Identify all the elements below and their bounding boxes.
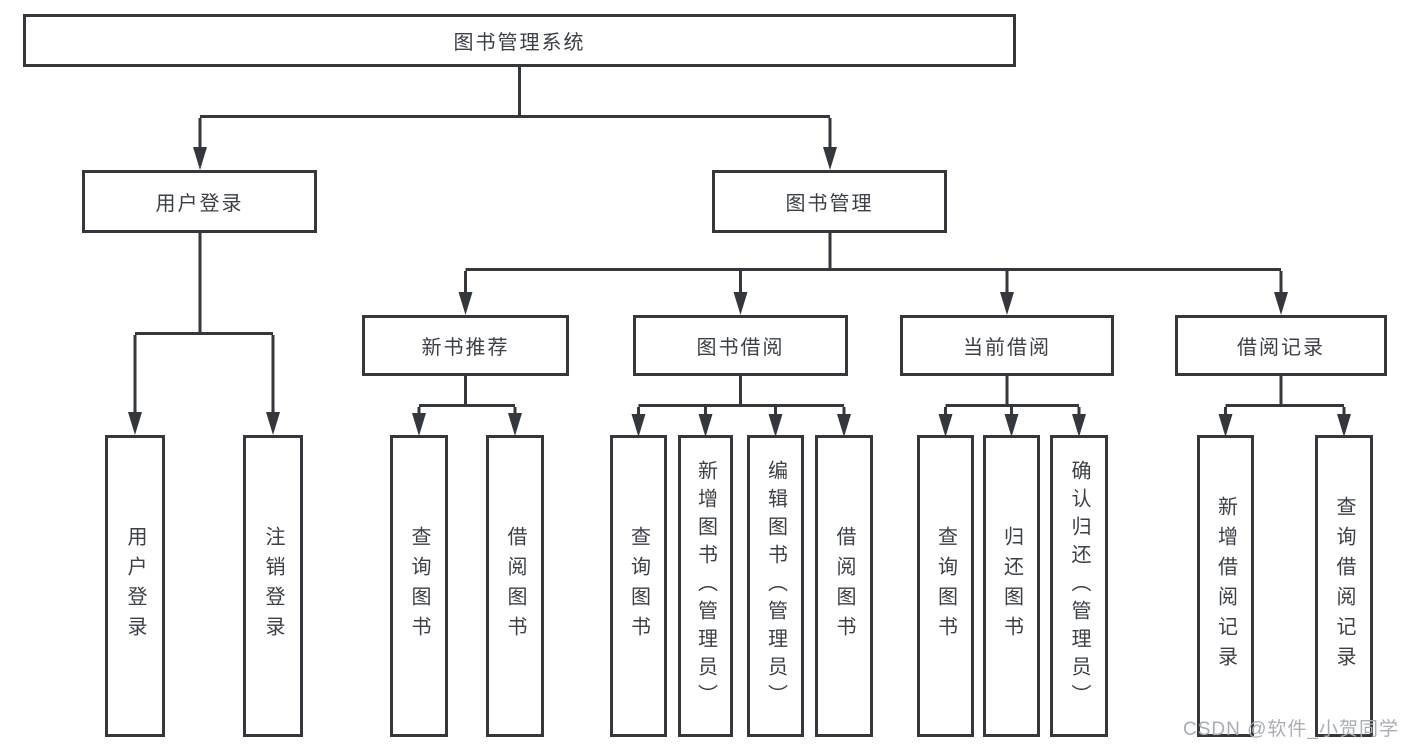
node-current-borrowing: 当前借阅 [900, 315, 1114, 376]
node-new-book-recommendation: 新书推荐 [362, 315, 569, 376]
leaf-return-books: 归还图书 [983, 435, 1040, 737]
leaf-query-books-current: 查询图书 [917, 435, 974, 737]
leaf-logout: 注销登录 [243, 435, 303, 737]
node-book-management: 图书管理 [712, 170, 947, 233]
leaf-add-books-admin: 新增图书（管理员） [678, 435, 733, 737]
node-borrowing-records: 借阅记录 [1175, 315, 1387, 376]
arrowheads [128, 147, 1351, 437]
node-book-borrowing: 图书借阅 [633, 315, 848, 376]
leaf-confirm-return-admin: 确认归还（管理员） [1050, 435, 1108, 737]
node-library-management-system: 图书管理系统 [23, 14, 1016, 67]
leaf-edit-books-admin: 编辑图书（管理员） [747, 435, 804, 737]
csdn-watermark: CSDN @软件_小贺同学 [1183, 719, 1399, 740]
leaf-query-books-newrec: 查询图书 [390, 435, 448, 737]
leaf-borrow-books-newrec: 借阅图书 [486, 435, 544, 737]
node-user-login: 用户登录 [82, 170, 317, 233]
leaf-query-books-borrow: 查询图书 [610, 435, 667, 737]
leaf-user-login: 用户登录 [105, 435, 165, 737]
leaf-borrow-books: 借阅图书 [815, 435, 873, 737]
leaf-query-borrow-record: 查询借阅记录 [1315, 435, 1373, 737]
leaf-add-borrow-record: 新增借阅记录 [1197, 435, 1254, 737]
